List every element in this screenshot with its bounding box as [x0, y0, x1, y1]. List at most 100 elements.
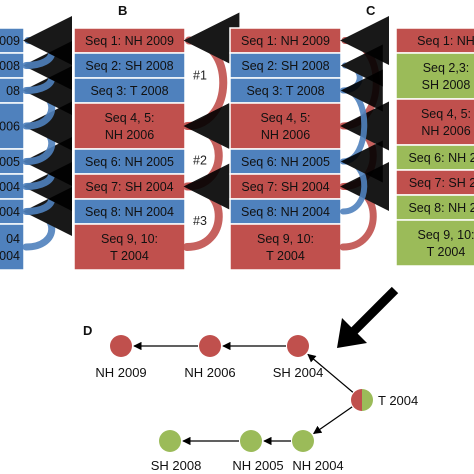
- sequence-label: Seq 7: SH 2004: [85, 180, 173, 194]
- sequence-box: [395, 219, 474, 267]
- sequence-row: Seq 3: T 2008: [73, 77, 186, 104]
- curved-arrow: [22, 41, 73, 94]
- sequence-row: Seq 1: NH 2009: [229, 27, 342, 54]
- curved-arrow: [183, 12, 240, 130]
- sequence-row: 008: [0, 52, 25, 79]
- sequence-row: Seq 6: NH 2005: [229, 148, 342, 175]
- sequence-box: [73, 52, 186, 79]
- tree-node: SH 2008: [151, 430, 202, 473]
- sequence-label: Seq 7: SH 2004: [241, 180, 329, 194]
- sequence-label: NH 2006: [105, 128, 154, 142]
- sequence-label: T 2004: [427, 245, 466, 259]
- tree-node: NH 2009: [95, 335, 147, 380]
- sequence-label: Seq 8: NH 2004: [241, 205, 330, 219]
- sequence-box: [395, 169, 474, 196]
- arrow-label: #2: [193, 153, 207, 167]
- sequence-box: [229, 173, 342, 200]
- sequence-row: Seq 2: SH 2008: [73, 52, 186, 79]
- sequence-row: Seq 7: SH 2004: [73, 173, 186, 200]
- sequence-label: 006: [0, 120, 20, 134]
- curved-arrow: [22, 187, 73, 251]
- panel-c-arrows: [339, 16, 390, 251]
- sequence-box: [73, 223, 186, 271]
- sequence-row: Seq 4, 5: NH 2006: [73, 102, 186, 150]
- sequence-label: Seq 9, 10:: [101, 232, 158, 246]
- sequence-label: NH 2006: [421, 124, 470, 138]
- sequence-row: 004: [0, 173, 25, 200]
- tree-node: NH 2004: [292, 430, 344, 473]
- sequence-row: Seq 6: NH 2005: [73, 148, 186, 175]
- sequence-label: Seq 2: SH 2008: [241, 59, 329, 73]
- sequence-box: [229, 223, 342, 271]
- sequence-label: Seq 3: T 2008: [90, 84, 168, 98]
- curved-arrow: [340, 140, 383, 215]
- sequence-box: [0, 223, 25, 271]
- sequence-label: Seq 1: NH 2009: [241, 34, 330, 48]
- sequence-label: Seq 9, 10:: [257, 232, 314, 246]
- sequence-row: Seq 3: T 2008: [229, 77, 342, 104]
- sequence-box: [73, 148, 186, 175]
- sequence-label: T 2004: [266, 249, 305, 263]
- node-label: SH 2004: [273, 365, 324, 380]
- sequence-row: Seq 1: NH 2009: [73, 27, 186, 54]
- node-label: NH 2006: [184, 365, 235, 380]
- sequence-label: Seq 4, 5:: [104, 111, 154, 125]
- sequence-label: T 2004: [110, 249, 149, 263]
- sequence-label: SH 2008: [422, 78, 471, 92]
- panel-b-arrows: #1#2#3: [183, 12, 240, 251]
- sequence-label: Seq 1: NH 2009: [85, 34, 174, 48]
- curved-arrow: [22, 162, 73, 215]
- node-label: T 2004: [378, 393, 418, 408]
- sequence-label: 009: [0, 34, 20, 48]
- arrow-label: #3: [193, 214, 207, 228]
- panel-letter-c: C: [366, 3, 376, 18]
- node-label: SH 2008: [151, 458, 202, 473]
- sequence-box: [395, 27, 474, 54]
- tree-edge: [307, 353, 354, 393]
- curved-arrow: [22, 137, 73, 190]
- node-half-red: [351, 389, 362, 411]
- sequence-row: Seq 8: NH 20: [395, 194, 474, 221]
- sequence-box: [395, 194, 474, 221]
- sequence-row: Seq 9, 10: T 2004: [73, 223, 186, 271]
- tree-node: NH 2005: [232, 430, 284, 473]
- sequence-row: Seq 8: NH 2004: [229, 198, 342, 225]
- sequence-row: Seq 9, 10: T 2004: [229, 223, 342, 271]
- panel-letter-d: D: [83, 323, 92, 338]
- sequence-row: Seq 1: NH: [395, 27, 474, 54]
- sequence-row: Seq 2,3:SH 2008: [395, 52, 474, 100]
- sequence-row: Seq 4, 5: NH 2006: [395, 98, 474, 146]
- sequence-box: [229, 148, 342, 175]
- sequence-label: NH 2006: [261, 128, 310, 142]
- sequence-label: Seq 4, 5:: [421, 107, 471, 121]
- sequence-label: Seq 6: NH 2005: [85, 155, 174, 169]
- node-label: NH 2005: [232, 458, 283, 473]
- tree-nodes: NH 2009 NH 2006 SH 2004 T 2004 SH 2008 NH 200…: [95, 335, 418, 473]
- node-circle: [110, 335, 132, 357]
- sequence-label: Seq 4, 5:: [260, 111, 310, 125]
- sequence-box: [73, 102, 186, 150]
- node-half-green: [362, 389, 373, 411]
- sequence-box: [73, 198, 186, 225]
- tree-edge: [312, 406, 353, 435]
- sequence-row: 009: [0, 27, 25, 54]
- sequence-row: Seq 6: NH 20: [395, 144, 474, 171]
- sequence-label: 008: [0, 59, 20, 73]
- node-circle: [199, 335, 221, 357]
- curved-arrow: [340, 44, 383, 94]
- sequence-label: 005: [0, 155, 20, 169]
- sequence-row: 005: [0, 148, 25, 175]
- curved-arrow: [183, 158, 240, 251]
- sequence-row: Seq 4, 5: NH 2006: [229, 102, 342, 150]
- sequence-label: 04: [6, 232, 20, 246]
- sequence-label: Seq 2: SH 2008: [85, 59, 173, 73]
- sequence-row: 08: [0, 77, 25, 104]
- sequence-row: 004: [0, 198, 25, 225]
- sequence-box: [395, 144, 474, 171]
- node-label: NH 2009: [95, 365, 146, 380]
